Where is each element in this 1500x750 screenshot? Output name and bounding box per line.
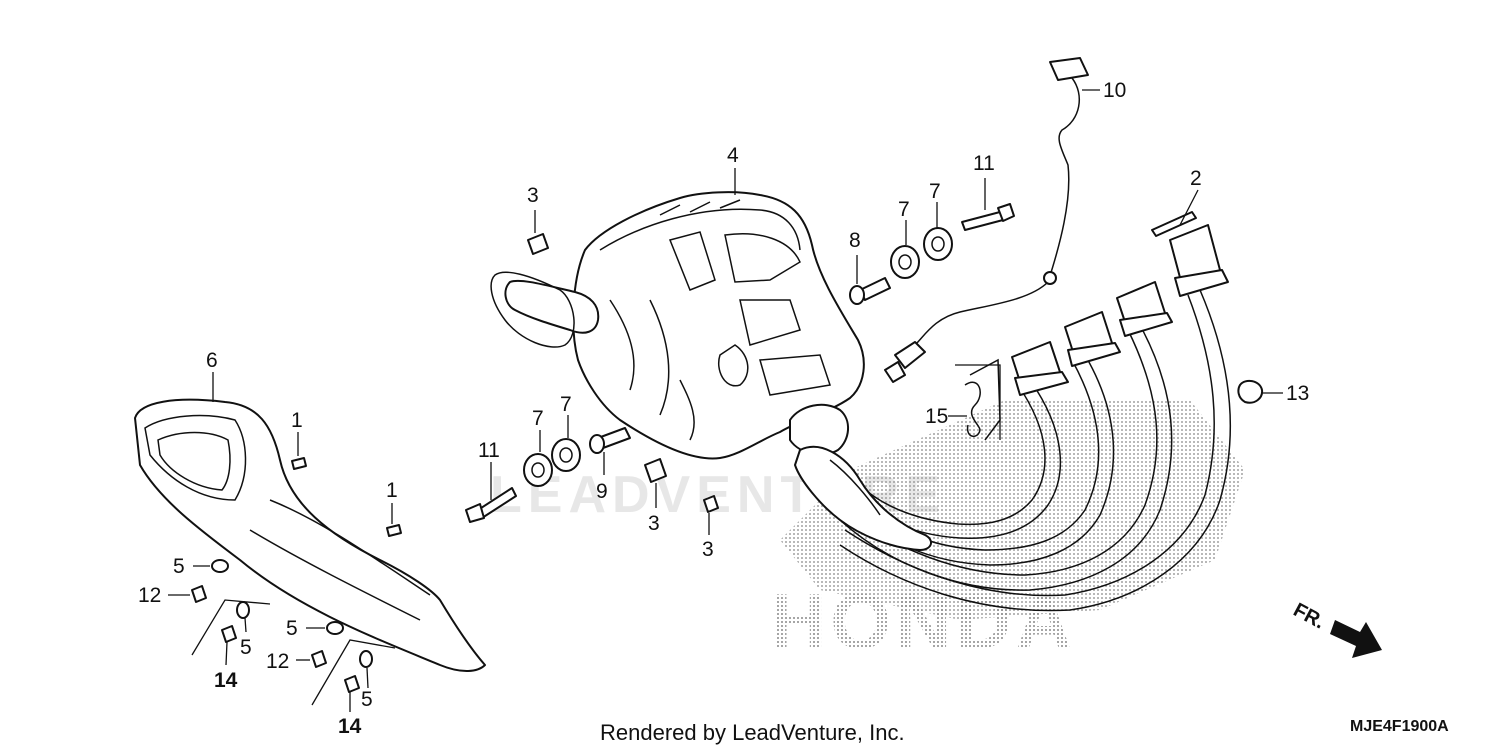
callout-7: 7 bbox=[929, 180, 941, 203]
fasteners-5-12-14 bbox=[191, 559, 396, 706]
exhaust-header-pipes bbox=[794, 289, 1232, 612]
callout-11: 11 bbox=[478, 439, 500, 462]
bolt-11-lower bbox=[465, 487, 517, 523]
callout-14: 14 bbox=[338, 715, 362, 738]
bolt-11-upper bbox=[961, 203, 1015, 231]
gasket-2 bbox=[1151, 211, 1197, 237]
grommets-7 bbox=[523, 227, 953, 487]
nuts-1 bbox=[291, 457, 402, 537]
callout-1: 1 bbox=[386, 479, 398, 502]
callout-4: 4 bbox=[727, 144, 739, 167]
callout-9: 9 bbox=[596, 480, 608, 503]
callout-3: 3 bbox=[702, 538, 714, 561]
callout-3: 3 bbox=[648, 512, 660, 535]
clip-nut-13 bbox=[1237, 379, 1264, 404]
pipe-flanges bbox=[1011, 224, 1229, 396]
callout-5: 5 bbox=[240, 636, 252, 659]
collar-8 bbox=[849, 277, 891, 305]
collar-9 bbox=[589, 427, 631, 454]
leader-lines bbox=[168, 89, 1283, 712]
callout-5: 5 bbox=[361, 688, 373, 711]
callout-1: 1 bbox=[291, 409, 303, 432]
callout-7: 7 bbox=[898, 198, 910, 221]
callout-6: 6 bbox=[206, 349, 218, 372]
front-direction-arrow: FR. bbox=[1290, 599, 1382, 658]
callout-7: 7 bbox=[560, 393, 572, 416]
o2-sensor-10 bbox=[884, 57, 1089, 383]
callout-7: 7 bbox=[532, 407, 544, 430]
nuts-3 bbox=[527, 233, 719, 513]
callout-2: 2 bbox=[1190, 167, 1202, 190]
clip-15 bbox=[955, 358, 1001, 441]
arrow-icon bbox=[1330, 620, 1382, 658]
callout-12: 12 bbox=[138, 584, 161, 607]
fr-label: FR. bbox=[1290, 599, 1329, 634]
diagram-code: MJE4F1900A bbox=[1350, 718, 1449, 735]
callout-14: 14 bbox=[214, 669, 238, 692]
callout-15: 15 bbox=[925, 405, 948, 428]
callout-5: 5 bbox=[173, 555, 185, 578]
callout-13: 13 bbox=[1286, 382, 1309, 405]
callout-5: 5 bbox=[286, 617, 298, 640]
callout-12: 12 bbox=[266, 650, 289, 673]
pipe-shading bbox=[780, 400, 1245, 620]
muffler-4 bbox=[490, 191, 865, 460]
callout-labels: 3 4 1 1 6 2 10 11 7 7 8 9 7 7 11 3 3 13 … bbox=[138, 79, 1309, 738]
callout-10: 10 bbox=[1103, 79, 1126, 102]
heat-shield-6 bbox=[134, 398, 486, 672]
callout-3: 3 bbox=[527, 184, 539, 207]
callout-8: 8 bbox=[849, 229, 861, 252]
footer-credit: Rendered by LeadVenture, Inc. bbox=[600, 720, 905, 745]
callout-11: 11 bbox=[973, 152, 995, 175]
